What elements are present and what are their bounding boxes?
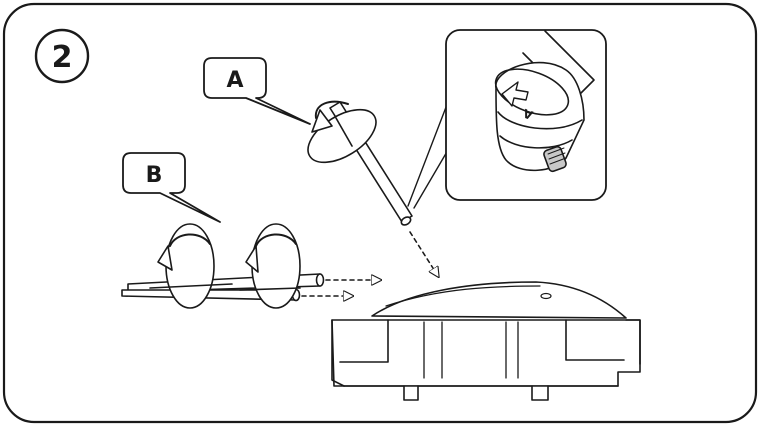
rotate-arrow-icon: [311, 100, 349, 133]
step-badge: 2: [34, 28, 90, 84]
callout-a-label: A: [226, 68, 243, 93]
part-b-disc-right: [251, 223, 301, 309]
rotate-arrow-icon: [501, 81, 529, 107]
part-b-disc-left: [165, 223, 215, 309]
threaded-stud-icon: [543, 145, 567, 173]
insert-direction-arrow: [409, 231, 438, 276]
base-hub: [331, 281, 641, 401]
detail-inset: A: [407, 29, 607, 209]
rotate-arrow-icon: [245, 233, 297, 273]
rotate-arrow-icon: [157, 233, 211, 271]
callout-b-label: B: [146, 163, 163, 188]
callout-a: A: [203, 57, 311, 125]
step-number: 2: [52, 40, 73, 75]
part-b-rods: [121, 223, 380, 309]
part-a-rod: [307, 100, 438, 276]
callout-b: B: [122, 152, 221, 223]
part-a-disc: [307, 108, 377, 164]
